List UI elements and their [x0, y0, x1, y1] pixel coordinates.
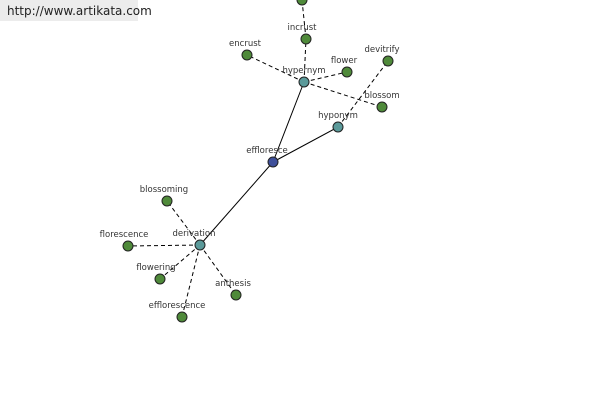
edge-efflorescence_center-hypernym [272, 81, 305, 163]
node-hypernym[interactable] [298, 76, 310, 88]
node-label-anthesis[interactable]: anthesis [215, 279, 251, 289]
graph-labels: effloresce hypernym hyponym derivation incru… [100, 23, 400, 311]
node-devitrify[interactable] [382, 55, 394, 67]
node-label-hyponym[interactable]: hyponym [318, 111, 358, 121]
node-florescence[interactable] [122, 240, 134, 252]
edge-hypernym-encrust [246, 54, 305, 83]
node-label-hypernym[interactable]: hypernym [282, 66, 325, 76]
node-label-devitrify[interactable]: devitrify [364, 45, 399, 55]
edge-incrust-top [301, 0, 307, 40]
node-incrust[interactable] [300, 33, 312, 45]
node-flower[interactable] [341, 66, 353, 78]
node-derivation[interactable] [194, 239, 206, 251]
node-label-florescence[interactable]: florescence [100, 230, 149, 240]
edge-hypernym-incrust [303, 38, 307, 83]
graph-edges [127, 0, 389, 318]
source-url-banner[interactable]: http://www.artikata.com [0, 0, 152, 21]
node-label-flowering[interactable]: flowering [136, 263, 175, 273]
node-label-flower[interactable]: flower [331, 56, 358, 66]
node-blossoming[interactable] [161, 195, 173, 207]
node-anthesis[interactable] [230, 289, 242, 301]
edge-derivation-anthesis [199, 244, 237, 296]
node-label-derivation[interactable]: derivation [172, 229, 215, 239]
node-encrust[interactable] [241, 49, 253, 61]
edge-derivation-efflorescence [181, 244, 201, 318]
graph-nodes [122, 0, 394, 323]
node-top[interactable] [296, 0, 308, 6]
edge-efflorescence_center-derivation [199, 161, 274, 246]
edge-derivation-florescence [127, 244, 201, 247]
node-hyponym[interactable] [332, 121, 344, 133]
edge-derivation-blossoming [166, 200, 201, 246]
node-label-incrust[interactable]: incrust [287, 23, 317, 33]
node-blossom[interactable] [376, 101, 388, 113]
node-flowering[interactable] [154, 273, 166, 285]
node-label-efflorescence[interactable]: efflorescence [149, 301, 206, 311]
node-label-blossoming[interactable]: blossoming [140, 185, 188, 195]
source-url-text[interactable]: http://www.artikata.com [7, 4, 152, 18]
node-efflorescence_center[interactable] [267, 156, 279, 168]
node-label-efflorescence_center[interactable]: effloresce [246, 146, 288, 156]
edge-efflorescence_center-hyponym [272, 126, 339, 163]
node-efflorescence[interactable] [176, 311, 188, 323]
edge-hypernym-flower [303, 71, 348, 83]
edge-derivation-flowering [159, 244, 201, 280]
node-label-blossom[interactable]: blossom [364, 91, 399, 101]
node-label-encrust[interactable]: encrust [229, 39, 262, 49]
